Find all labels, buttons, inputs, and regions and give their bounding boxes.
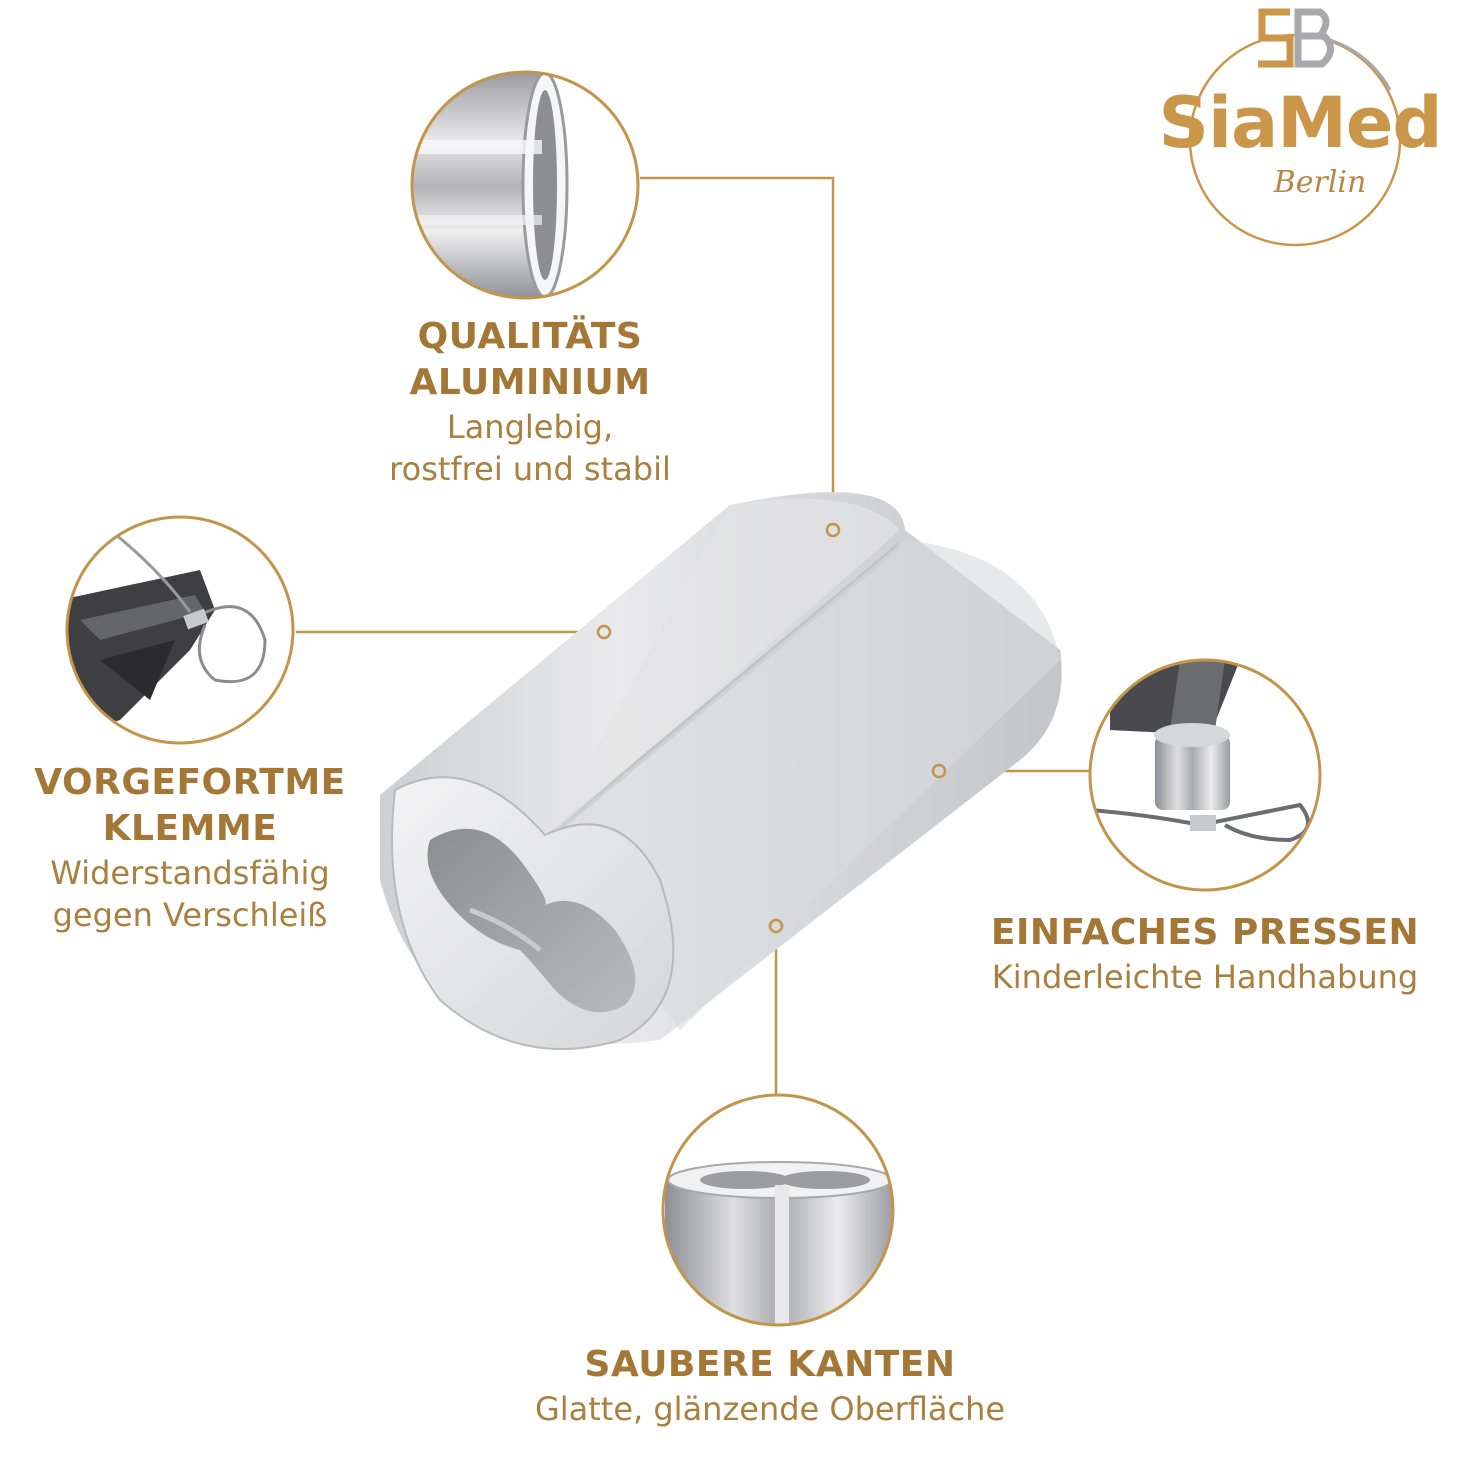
feature-description: Widerstandsfähig gegen Verschleiß <box>50 854 330 934</box>
feature-title-line: ALUMINIUM <box>409 362 651 403</box>
feature-aluminium: QUALITÄTS ALUMINIUM Langlebig, rostfrei … <box>330 314 730 490</box>
hammer-cable-sleeve-image <box>1088 658 1322 892</box>
feature-title-line: KLEMME <box>102 808 278 849</box>
feature-description: Kinderleichte Handhabung <box>991 958 1419 996</box>
logo-wordmark: SiaMed <box>1158 82 1443 164</box>
dot-klemme <box>596 624 612 640</box>
feature-kanten: SAUBERE KANTEN Glatte, glänzende Oberflä… <box>470 1342 1070 1430</box>
product-sleeve-illustration <box>380 492 1062 1050</box>
dot-kanten <box>768 918 784 934</box>
aluminum-tube-closeup-image <box>410 70 640 300</box>
feature-title-line: VORGEFORTME <box>34 762 346 803</box>
sb-monogram-icon <box>1258 8 1334 68</box>
feature-title: EINFACHES PRESSEN <box>945 910 1465 956</box>
feature-title: QUALITÄTS ALUMINIUM <box>330 314 730 406</box>
feature-klemme: VORGEFORTME KLEMME Widerstandsfähig gege… <box>0 760 380 936</box>
feature-description: Langlebig, rostfrei und stabil <box>389 408 671 488</box>
logo-subtitle: Berlin <box>1273 165 1367 200</box>
feature-title-line: SAUBERE KANTEN <box>584 1344 956 1385</box>
feature-title: VORGEFORTME KLEMME <box>0 760 380 852</box>
feature-title: SAUBERE KANTEN <box>470 1342 1070 1388</box>
feature-title-line: QUALITÄTS <box>417 316 643 357</box>
connector-aluminium <box>640 176 835 528</box>
dot-aluminium <box>825 522 841 538</box>
dot-pressen <box>931 763 947 779</box>
sleeve-edge-closeup-image <box>661 1093 895 1327</box>
crimping-pliers-cable-loop-image <box>65 515 295 745</box>
feature-title-line: EINFACHES PRESSEN <box>990 912 1420 953</box>
feature-pressen: EINFACHES PRESSEN Kinderleichte Handhabu… <box>945 910 1465 998</box>
feature-description: Glatte, glänzende Oberfläche <box>534 1390 1006 1428</box>
connector-dots <box>596 522 947 934</box>
siamed-logo: SiaMed Berlin <box>1130 0 1460 260</box>
siamed-logo-emblem <box>1188 8 1402 247</box>
